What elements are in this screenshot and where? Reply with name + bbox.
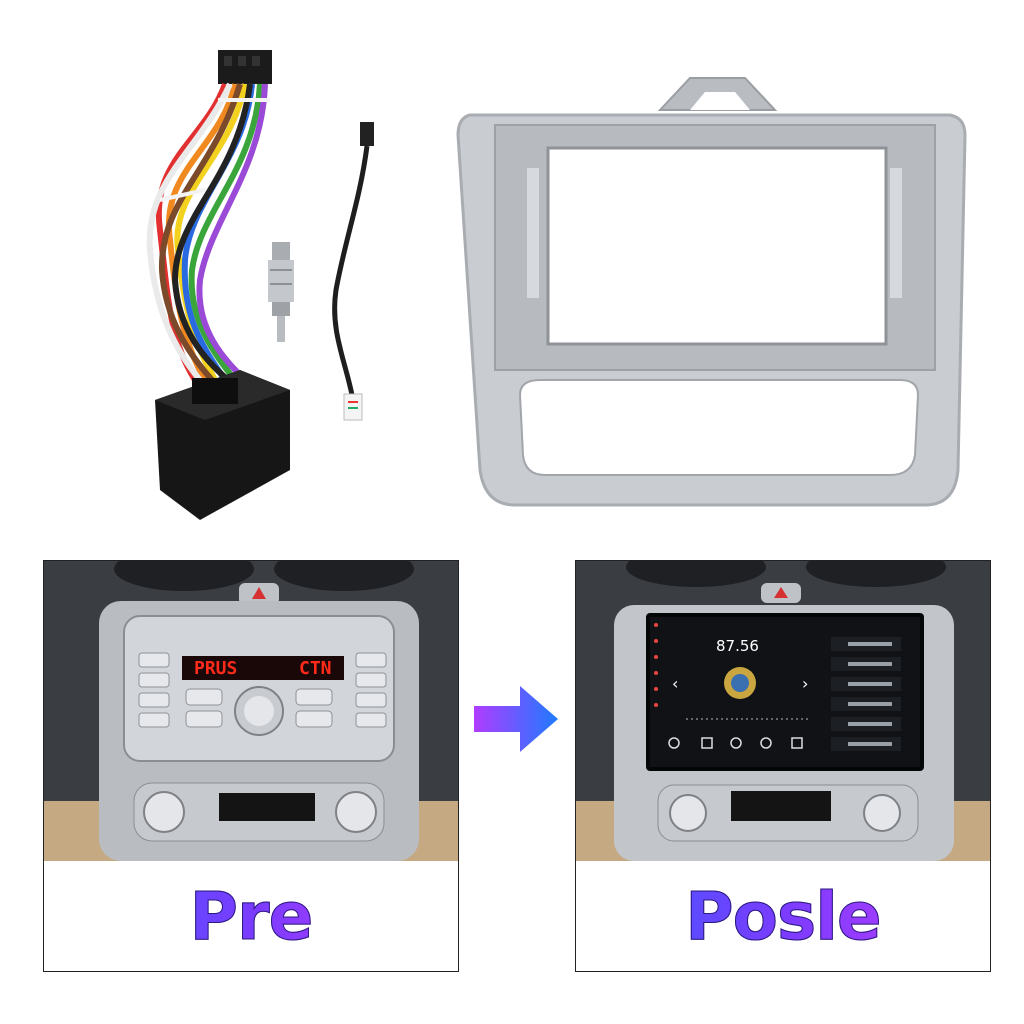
installation-kit-photo (146, 50, 967, 520)
after-dashboard-photo: 87.56 ‹ › (576, 561, 990, 861)
radio-display-left: PRUS (194, 658, 237, 679)
previous-station-icon[interactable]: ‹ (672, 674, 678, 693)
arrow-right-icon (474, 686, 558, 752)
wiring-harness (146, 50, 290, 520)
station-list (831, 637, 901, 751)
before-caption: Pre (44, 861, 458, 971)
antenna-adapter (268, 242, 294, 342)
radio-display-right: CTN (299, 658, 332, 679)
before-dashboard-photo: PRUS CTN (44, 561, 458, 861)
dash-frame (456, 77, 967, 507)
before-panel: PRUS CTN Pre (43, 560, 459, 972)
after-caption: Posle (576, 861, 990, 971)
radio-frequency: 87.56 (716, 637, 759, 655)
extension-cable (332, 122, 374, 421)
next-station-icon[interactable]: › (802, 674, 808, 693)
after-panel: 87.56 ‹ › (575, 560, 991, 972)
